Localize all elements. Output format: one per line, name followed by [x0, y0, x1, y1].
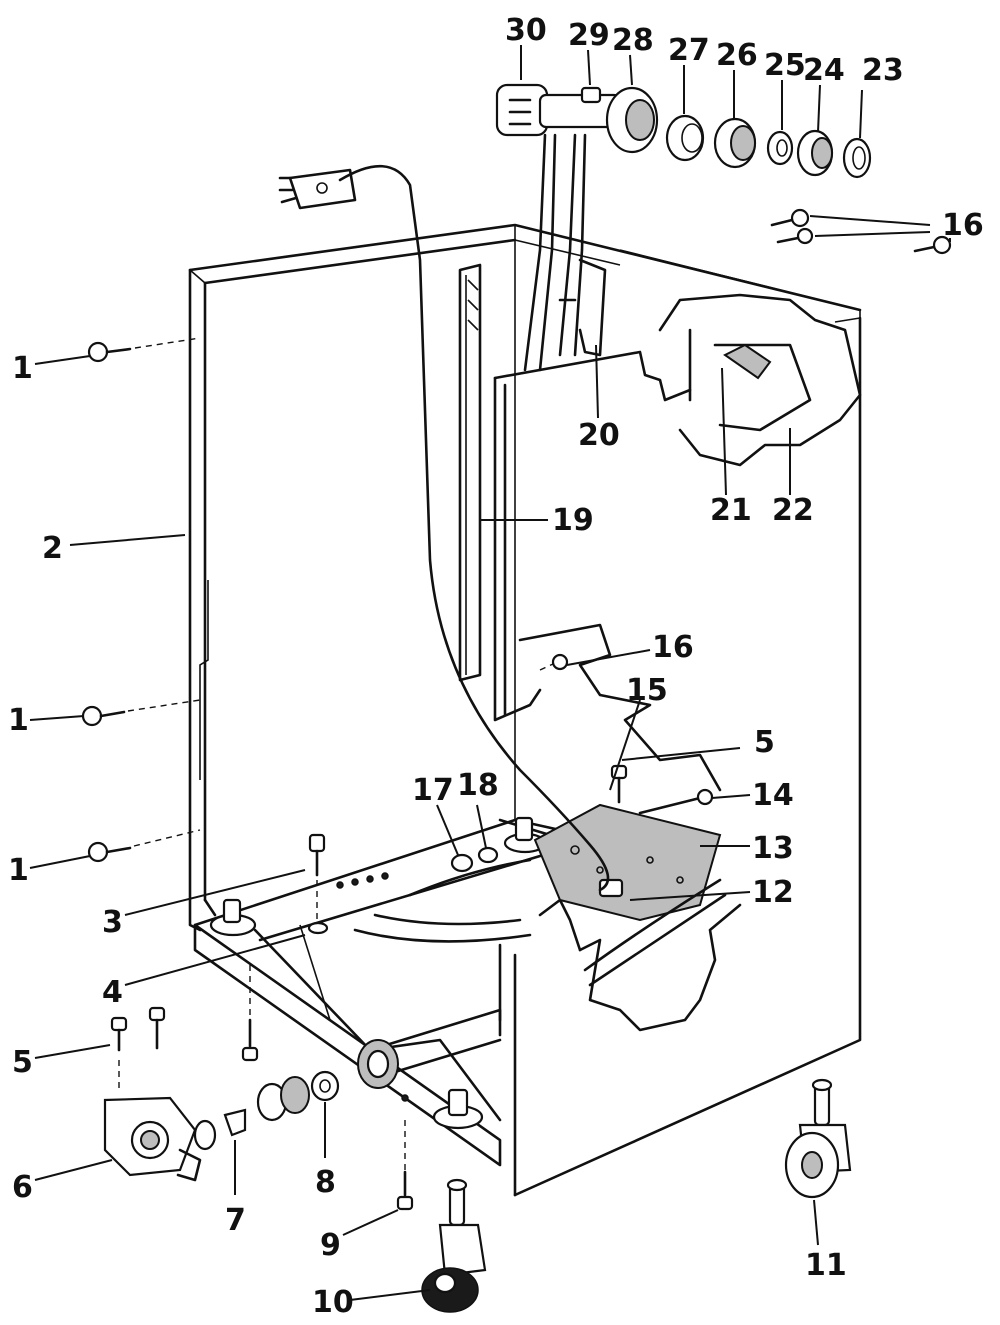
callout-4: 4 [102, 975, 123, 1010]
callout-17: 17 [412, 773, 454, 808]
callout-10: 10 [312, 1285, 354, 1320]
callout-6: 6 [12, 1170, 33, 1205]
callout-5-left: 5 [12, 1045, 33, 1080]
callout-1-bottom: 1 [8, 853, 29, 888]
callout-24: 24 [803, 53, 845, 88]
callout-15: 15 [626, 673, 668, 708]
callout-labels: 30 29 28 27 26 25 24 23 16 20 21 22 19 1… [8, 13, 984, 1320]
callout-16-top: 16 [942, 208, 984, 243]
fill-hoses [353, 133, 727, 987]
screw-16-a [770, 208, 810, 228]
pump-fitting [357, 1039, 399, 1089]
callout-1-mid: 1 [8, 703, 29, 738]
inlet-valve-assembly [495, 83, 872, 179]
callout-22: 22 [772, 493, 814, 528]
callout-11: 11 [805, 1248, 847, 1283]
vertical-brace [458, 263, 482, 682]
screw-16-c [913, 235, 952, 255]
callout-3: 3 [102, 905, 123, 940]
callout-23: 23 [862, 53, 904, 88]
leader-lines [29, 45, 951, 1301]
water-valve-part-6 [103, 1006, 217, 1182]
callout-18: 18 [457, 768, 499, 803]
callout-13: 13 [752, 831, 794, 866]
callout-21: 21 [710, 493, 752, 528]
screw-1-mid [81, 705, 126, 727]
cutaway-panel [493, 258, 862, 1032]
caster-10 [421, 1178, 487, 1313]
callout-25: 25 [764, 48, 806, 83]
callout-27: 27 [668, 33, 710, 68]
callout-28: 28 [612, 23, 654, 58]
callout-8: 8 [315, 1165, 336, 1200]
callout-30: 30 [505, 13, 547, 48]
callout-16-mid: 16 [652, 630, 694, 665]
filter-parts-7-8 [223, 1070, 340, 1137]
caster-11 [784, 1078, 852, 1199]
callout-2: 2 [42, 531, 63, 566]
callout-7: 7 [225, 1203, 246, 1238]
callout-14: 14 [752, 778, 794, 813]
power-cord [278, 164, 610, 892]
callout-5-right: 5 [754, 725, 775, 760]
callout-12: 12 [752, 875, 794, 910]
callout-20: 20 [578, 418, 620, 453]
screw-16-b [776, 227, 814, 245]
screw-1-top [87, 341, 132, 363]
callout-19: 19 [552, 503, 594, 538]
cabinet-frame [188, 223, 862, 1197]
callout-29: 29 [568, 18, 610, 53]
callout-9: 9 [320, 1228, 341, 1263]
callout-26: 26 [716, 38, 758, 73]
screw-1-bottom [87, 841, 132, 863]
callout-1-top: 1 [12, 351, 33, 386]
